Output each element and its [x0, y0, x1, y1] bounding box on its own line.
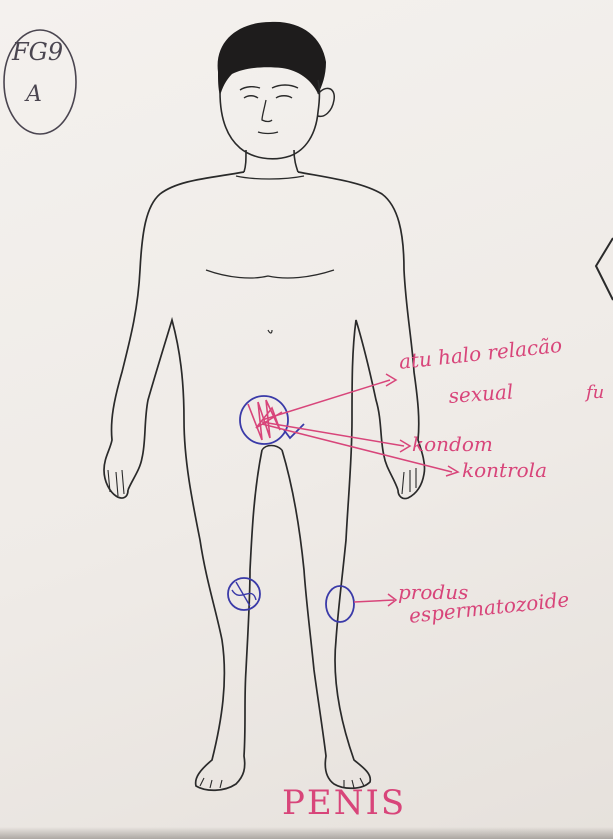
ear [318, 88, 334, 116]
condom-annotation-line2: kontrola [462, 460, 547, 480]
neck [244, 150, 298, 172]
condom-annotation-line1: kondom [412, 434, 493, 454]
chest-lines [206, 270, 334, 278]
genital-annotation-line2: sexual [448, 381, 514, 405]
nose [262, 100, 272, 122]
navel [268, 330, 272, 333]
left-body-outline [104, 172, 262, 790]
genital-scribble [248, 400, 282, 440]
corner-label-line1: FG9 [12, 40, 63, 64]
mouth [258, 132, 278, 134]
left-hand-fingers [108, 470, 124, 496]
corner-label-line2: A [26, 84, 42, 106]
right-hand-fingers [402, 468, 416, 494]
inner-legs [262, 446, 282, 451]
hair [218, 22, 326, 96]
bottom-label: PENIS [282, 786, 406, 820]
left-testis-scribble [232, 582, 256, 606]
edge-fragment-text: fu [586, 384, 604, 402]
edge-diamond-fragment [596, 238, 613, 300]
left-foot-toes [200, 778, 222, 788]
arrowheads [386, 374, 458, 476]
arrow-to-sexual [262, 380, 390, 420]
photo-shadow-edge [0, 827, 613, 839]
eyebrows [240, 85, 298, 90]
arrow-to-produs [354, 594, 396, 606]
eyes [244, 96, 292, 98]
collar-line [236, 176, 304, 179]
head-outline [220, 80, 320, 159]
